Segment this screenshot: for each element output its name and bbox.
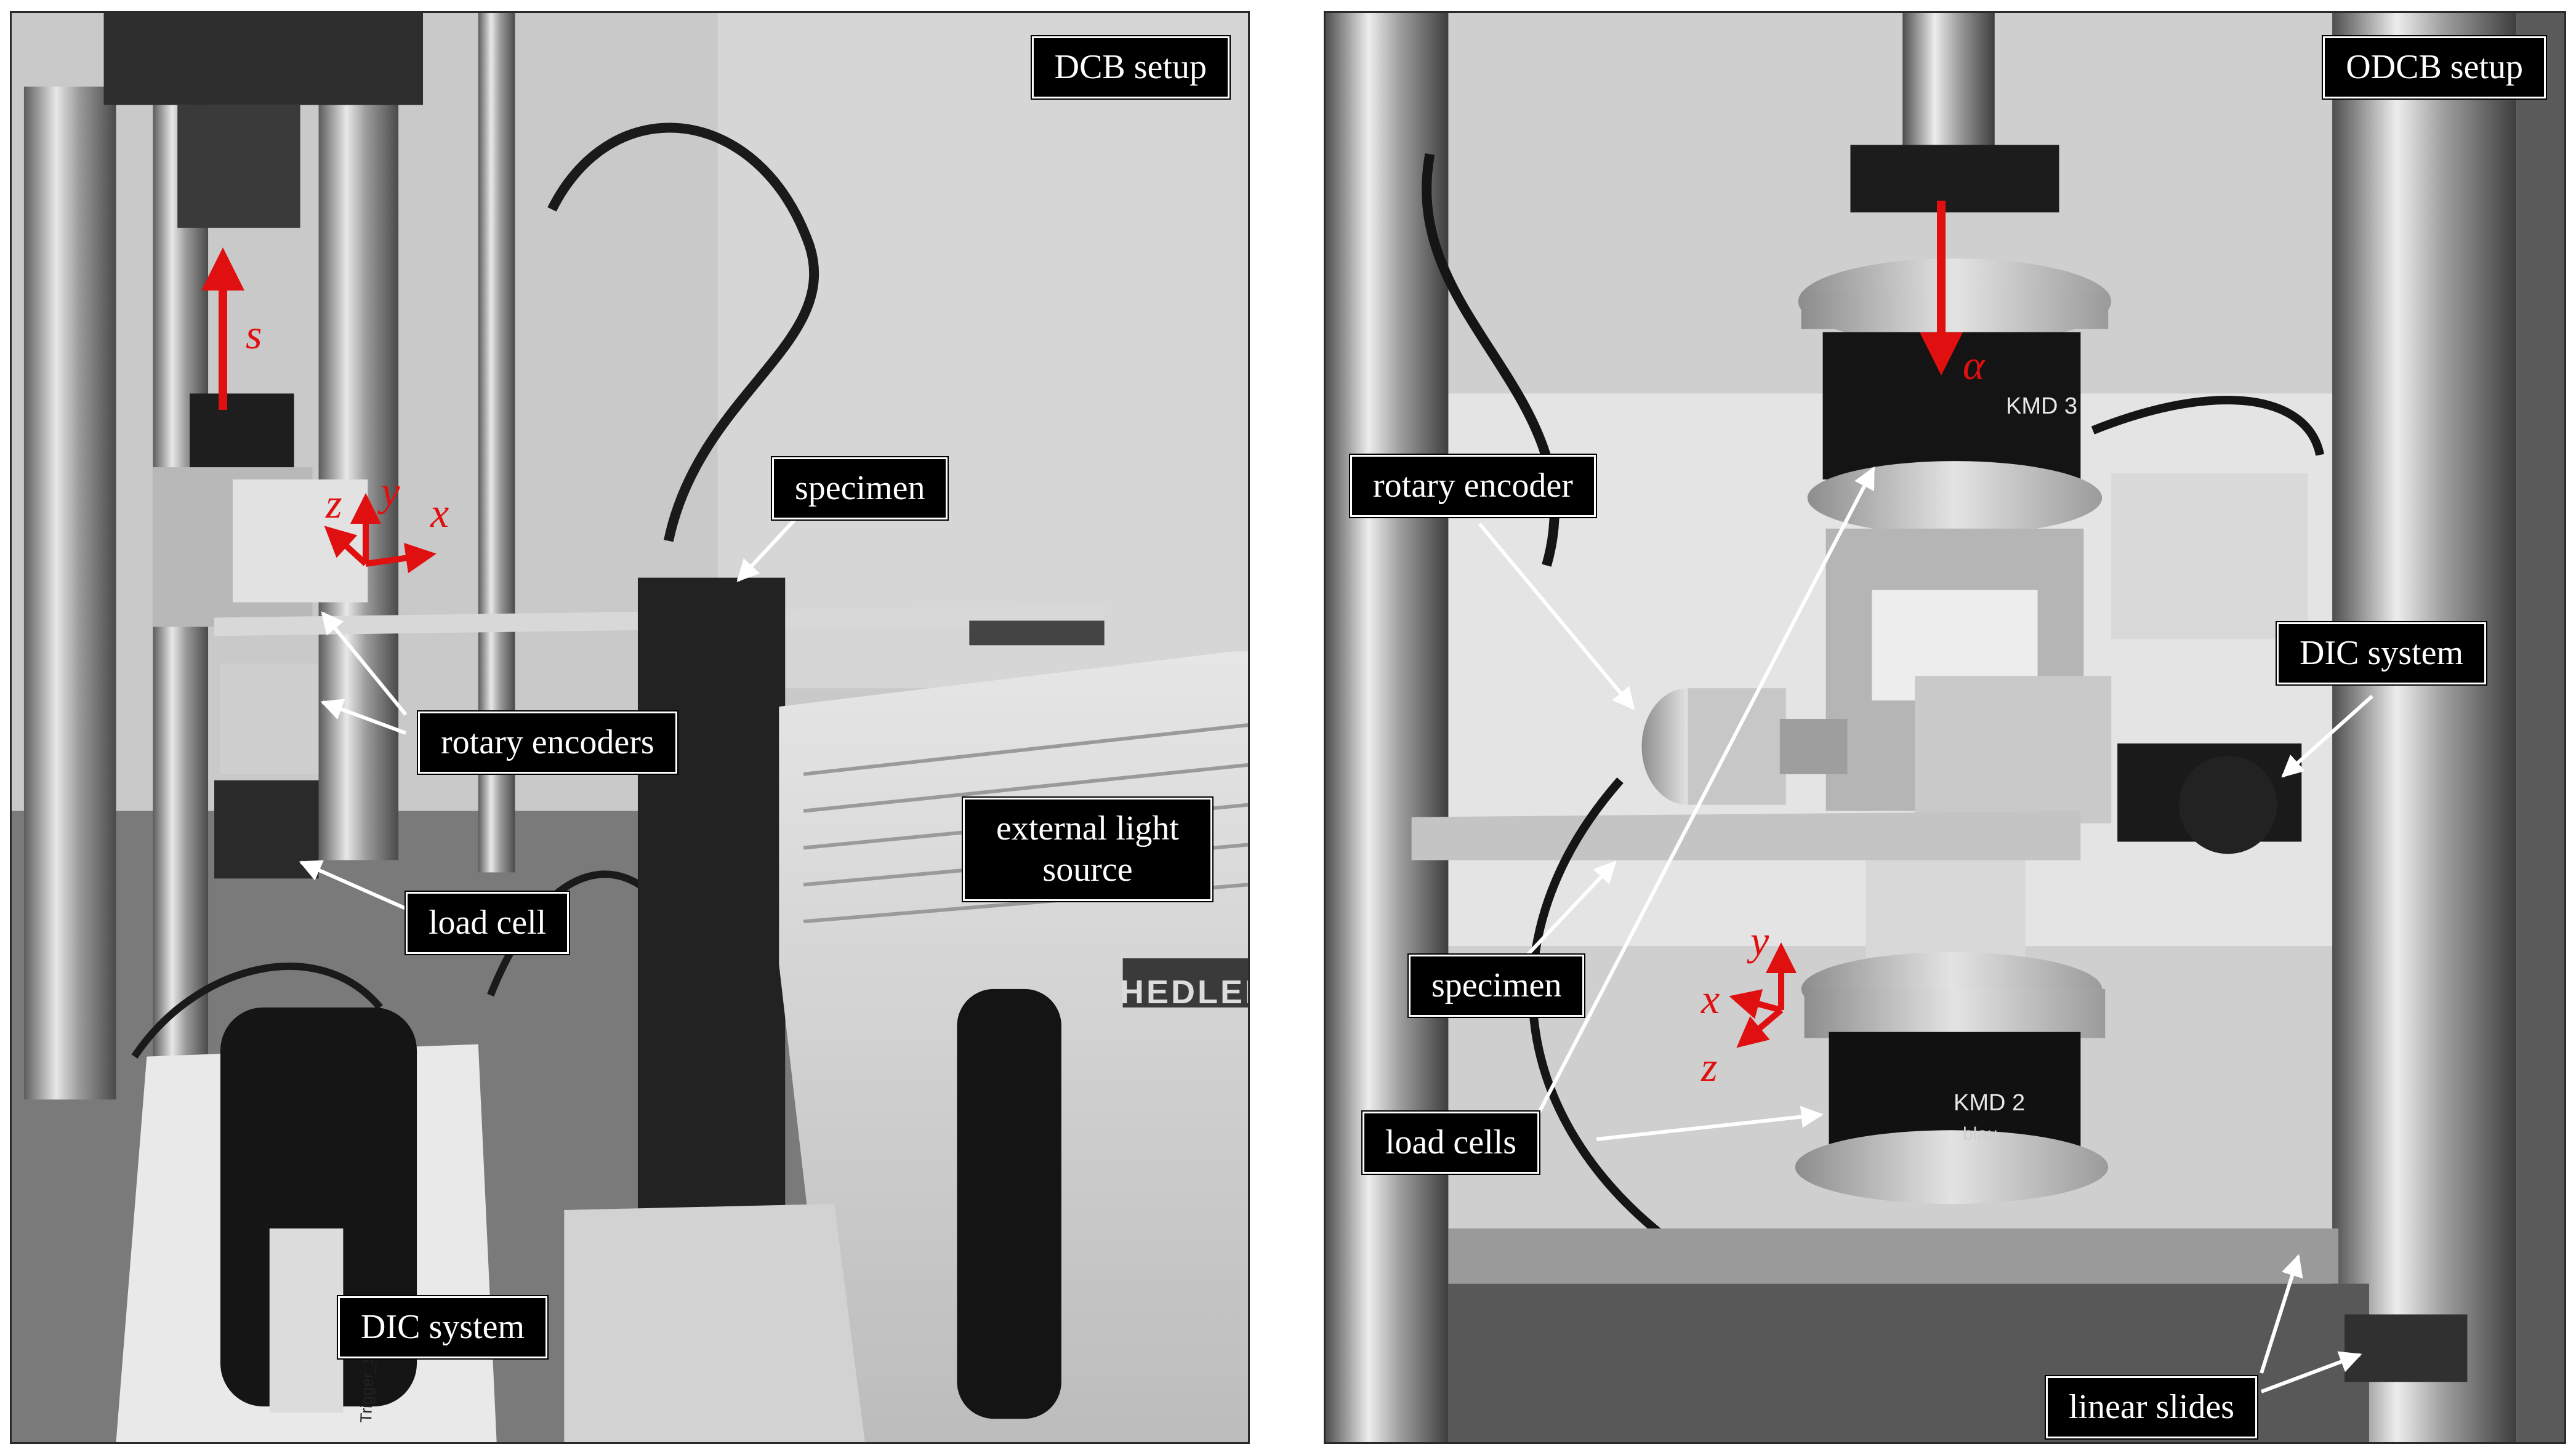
dcb-photo-scene <box>12 13 1248 1442</box>
odcb-setup-title: ODCB setup <box>2322 34 2547 100</box>
linear-slides-label: linear slides <box>2044 1374 2259 1440</box>
rotary-encoder-label: rotary encoder <box>1349 453 1597 519</box>
specimen-label: specimen <box>770 455 949 521</box>
odcb-photo-scene <box>1326 13 2564 1442</box>
light-brand-text: HEDLER <box>1120 974 1248 1011</box>
specimen-label-odcb: specimen <box>1407 953 1586 1019</box>
dic-system-label: DIC system <box>337 1294 549 1360</box>
load-cells-label: load cells <box>1361 1110 1541 1176</box>
kmd2-device-text: KMD 2 <box>1954 1090 2026 1116</box>
dcb-setup-title: DCB setup <box>1030 34 1231 100</box>
external-light-source-label: external light source <box>962 796 1214 903</box>
load-cell-label: load cell <box>404 890 571 956</box>
rotary-encoders-label: rotary encoders <box>417 710 678 776</box>
odcb-photo-panel: KMD 3 KMD 2 blau α y x z <box>1324 11 2566 1444</box>
kmd3-device-text: KMD 3 <box>2006 393 2078 419</box>
dic-system-label-odcb: DIC system <box>2276 620 2487 686</box>
dcb-photo-panel: HEDLER Trigger_SW s y x z DCB setup spec… <box>10 11 1250 1444</box>
blau-device-text: blau <box>1963 1124 1998 1144</box>
